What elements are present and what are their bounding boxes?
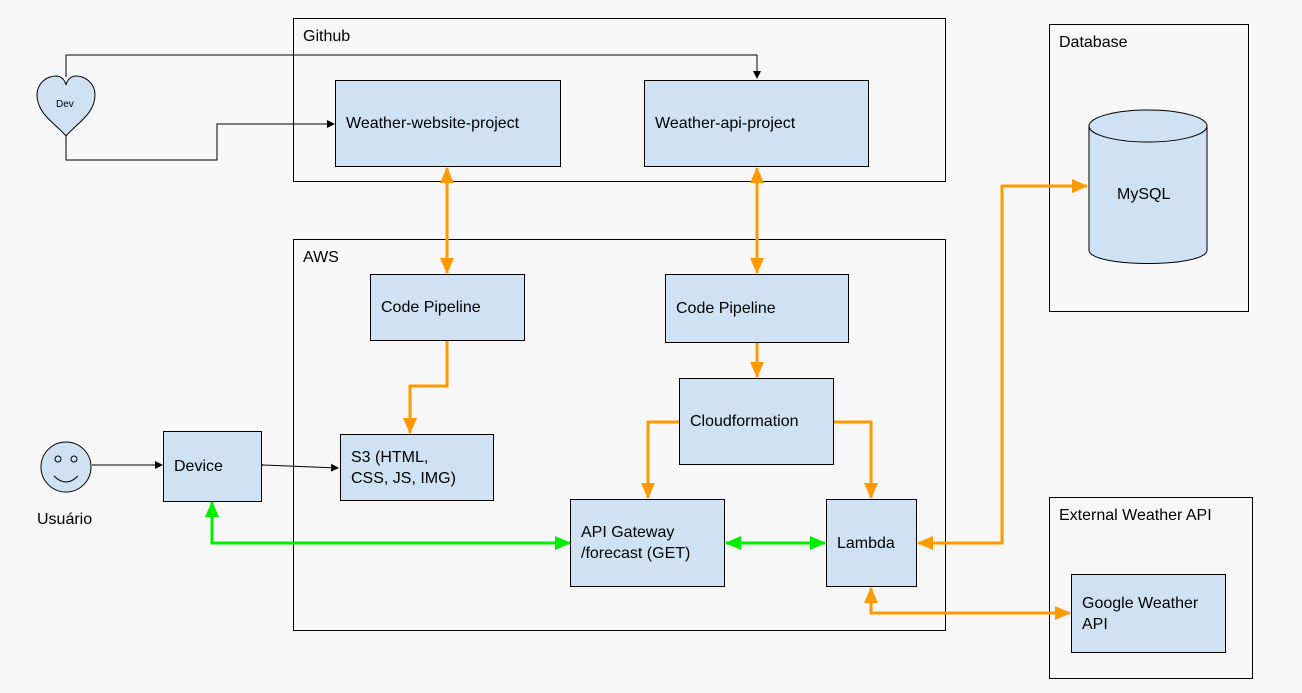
dev-heart-shape [36, 75, 96, 137]
database-group-label: Database [1059, 34, 1128, 51]
google-weather-api-node: Google Weather API [1071, 574, 1226, 653]
code-pipeline-api-node: Code Pipeline [665, 274, 849, 343]
google-weather-api-label-line2: API [1082, 615, 1108, 633]
weather-website-project-node: Weather-website-project [335, 80, 561, 167]
edge-cloudformation-to-api-gateway [641, 420, 680, 499]
code-pipeline-website-node: Code Pipeline [370, 274, 525, 341]
dev-label: Dev [56, 99, 74, 110]
s3-node: S3 (HTML, CSS, JS, IMG) [340, 434, 494, 501]
external-weather-api-group-label: External Weather API [1059, 507, 1212, 524]
edge-dev-to-weather-website-project [65, 120, 335, 161]
database-group: Database [1049, 24, 1249, 312]
cloudformation-node: Cloudformation [679, 378, 834, 465]
api-gateway-node: API Gateway /forecast (GET) [570, 499, 725, 587]
s3-label-line2: CSS, JS, IMG) [351, 469, 456, 487]
edge-lambda-mysql [917, 179, 1088, 550]
google-weather-api-label-line1: Google Weather [1082, 594, 1199, 612]
edge-cloudformation-to-lambda [833, 420, 878, 499]
weather-website-project-label: Weather-website-project [346, 115, 520, 132]
edge-dev-to-weather-api-project [65, 54, 761, 79]
aws-group-label: AWS [303, 249, 339, 266]
github-group: Github [293, 18, 946, 182]
edge-code-pipeline-to-s3 [403, 341, 449, 434]
device-label: Device [174, 458, 223, 475]
user-label: Usuário [37, 511, 93, 528]
s3-label-line1: S3 (HTML, [351, 448, 429, 466]
api-gateway-label-line1: API Gateway [581, 524, 675, 541]
weather-api-project-node: Weather-api-project [644, 80, 869, 167]
api-gateway-label-line2: /forecast (GET) [581, 545, 691, 562]
mysql-label: MySQL [1117, 186, 1171, 203]
edge-lambda-google-weather [864, 587, 1071, 620]
code-pipeline-website-label: Code Pipeline [381, 299, 481, 316]
edge-device-api-gateway [205, 501, 571, 550]
lambda-node: Lambda [826, 499, 917, 587]
user-smiley-icon [40, 441, 92, 493]
lambda-label: Lambda [837, 534, 895, 552]
cloudformation-label: Cloudformation [690, 413, 799, 430]
mysql-cylinder [1088, 109, 1208, 264]
code-pipeline-api-label: Code Pipeline [676, 300, 776, 317]
weather-api-project-label: Weather-api-project [655, 115, 796, 132]
device-node: Device [163, 431, 262, 502]
edge-device-s3 [255, 460, 339, 472]
github-group-label: Github [303, 28, 351, 45]
